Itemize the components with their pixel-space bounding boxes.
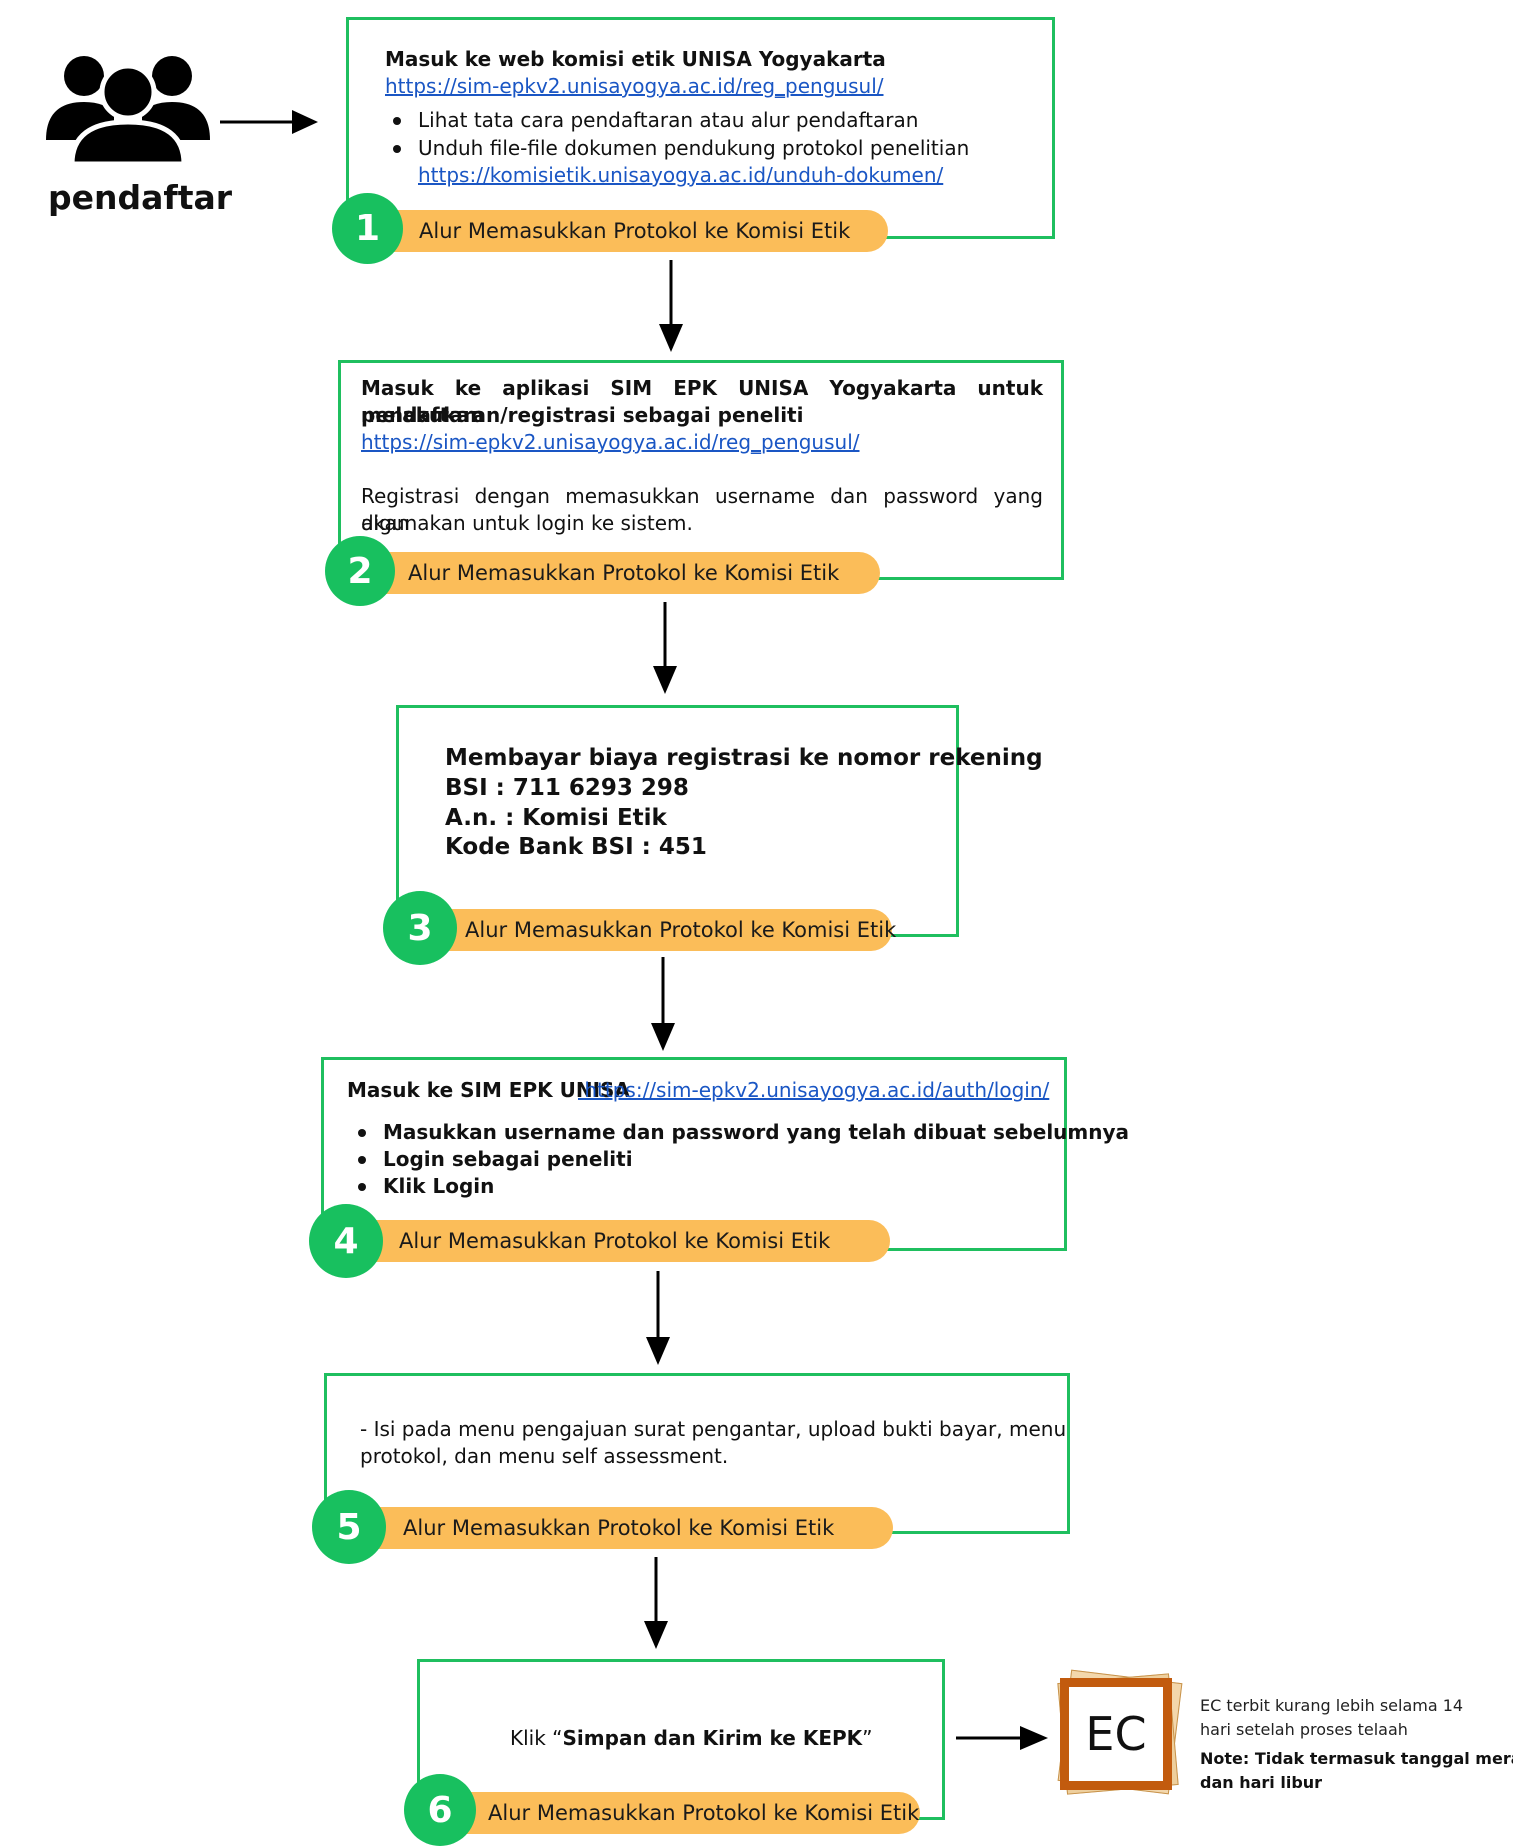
- ec-note-line-1: EC terbit kurang lebih selama 14: [1200, 1696, 1464, 1715]
- ec-note-bold-1: Note: Tidak termasuk tanggal merah: [1200, 1749, 1513, 1768]
- arrow-down-icon: [644, 1557, 668, 1649]
- step-4-bullet-2: Login sebagai peneliti: [358, 1147, 633, 1171]
- step-3-box: [396, 705, 959, 937]
- step-4-box: [321, 1057, 1067, 1251]
- arrow-down-icon: [646, 1271, 670, 1365]
- step-1-bullet-1: Lihat tata cara pendaftaran atau alur pe…: [392, 108, 919, 132]
- step-3-line-2: BSI : 711 6293 298: [445, 775, 689, 801]
- ec-label: EC: [1069, 1687, 1163, 1781]
- step-2-body-line-2: digunakan untuk login ke sistem.: [361, 511, 693, 535]
- step-6-suffix: ”: [862, 1726, 873, 1750]
- step-2-number: 2: [325, 536, 395, 606]
- users-group-icon: [46, 56, 210, 164]
- step-2-body-line-1: Registrasi dengan memasukkan username da…: [361, 484, 1043, 535]
- step-2-title-line-2: pendaftaran/registrasi sebagai peneliti: [361, 403, 804, 427]
- step-3-line-4: Kode Bank BSI : 451: [445, 834, 707, 860]
- step-4-number: 4: [309, 1204, 383, 1278]
- step-4-bullet-1: Masukkan username dan password yang tela…: [357, 1120, 1130, 1144]
- step-6-text: Klik “Simpan dan Kirim ke KEPK”: [510, 1725, 873, 1752]
- step-6-bold[interactable]: Simpan dan Kirim ke KEPK: [562, 1726, 863, 1750]
- step-3-number: 3: [383, 891, 457, 965]
- step-4-title: Masuk ke SIM EPK UNISA: [347, 1078, 630, 1102]
- arrow-down-icon: [659, 260, 683, 352]
- arrow-down-icon: [653, 602, 677, 694]
- step-1-box: [346, 17, 1055, 239]
- step-6-number: 6: [404, 1774, 476, 1846]
- step-5-label: Alur Memasukkan Protokol ke Komisi Etik: [348, 1507, 893, 1549]
- step-3-line-1: Membayar biaya registrasi ke nomor reken…: [445, 745, 1043, 771]
- arrow-down-icon: [651, 957, 675, 1051]
- step-1-link[interactable]: https://sim-epkv2.unisayogya.ac.id/reg_p…: [385, 74, 884, 98]
- step-5-line-1: - Isi pada menu pengajuan surat penganta…: [360, 1417, 1067, 1441]
- step-1-number: 1: [332, 193, 403, 264]
- step-3-line-3: A.n. : Komisi Etik: [445, 805, 667, 831]
- step-4-bullet-3: Klik Login: [357, 1174, 495, 1198]
- step-4-link[interactable]: https://sim-epkv2.unisayogya.ac.id/auth/…: [578, 1078, 1050, 1102]
- step-5-number: 5: [312, 1490, 386, 1564]
- step-2-title-line-1: Masuk ke aplikasi SIM EPK UNISA Yogyakar…: [361, 376, 1043, 427]
- step-5-line-2: protokol, dan menu self assessment.: [360, 1444, 729, 1468]
- ec-note-bold-2: dan hari libur: [1200, 1773, 1323, 1792]
- ec-certificate-icon: EC: [1056, 1669, 1183, 1796]
- step-1-bullet-2: Unduh file-file dokumen pendukung protok…: [392, 136, 970, 160]
- step-6-label: Alur Memasukkan Protokol ke Komisi Etik: [440, 1792, 920, 1834]
- arrow-right-icon: [956, 1726, 1048, 1750]
- step-2-link[interactable]: https://sim-epkv2.unisayogya.ac.id/reg_p…: [361, 430, 860, 454]
- step-2-label: Alur Memasukkan Protokol ke Komisi Etik: [360, 552, 880, 594]
- registrant-label: pendaftar: [48, 178, 233, 217]
- arrow-right-icon: [220, 110, 318, 134]
- step-6-prefix: Klik “: [510, 1726, 563, 1750]
- step-1-bullet-link[interactable]: https://komisietik.unisayogya.ac.id/undu…: [418, 163, 944, 187]
- step-1-title: Masuk ke web komisi etik UNISA Yogyakart…: [385, 47, 886, 71]
- step-4-label: Alur Memasukkan Protokol ke Komisi Etik: [344, 1220, 890, 1262]
- step-1-label: Alur Memasukkan Protokol ke Komisi Etik: [368, 210, 888, 252]
- step-3-label: Alur Memasukkan Protokol ke Komisi Etik: [418, 909, 896, 951]
- ec-note-line-2: hari setelah proses telaah: [1200, 1720, 1408, 1739]
